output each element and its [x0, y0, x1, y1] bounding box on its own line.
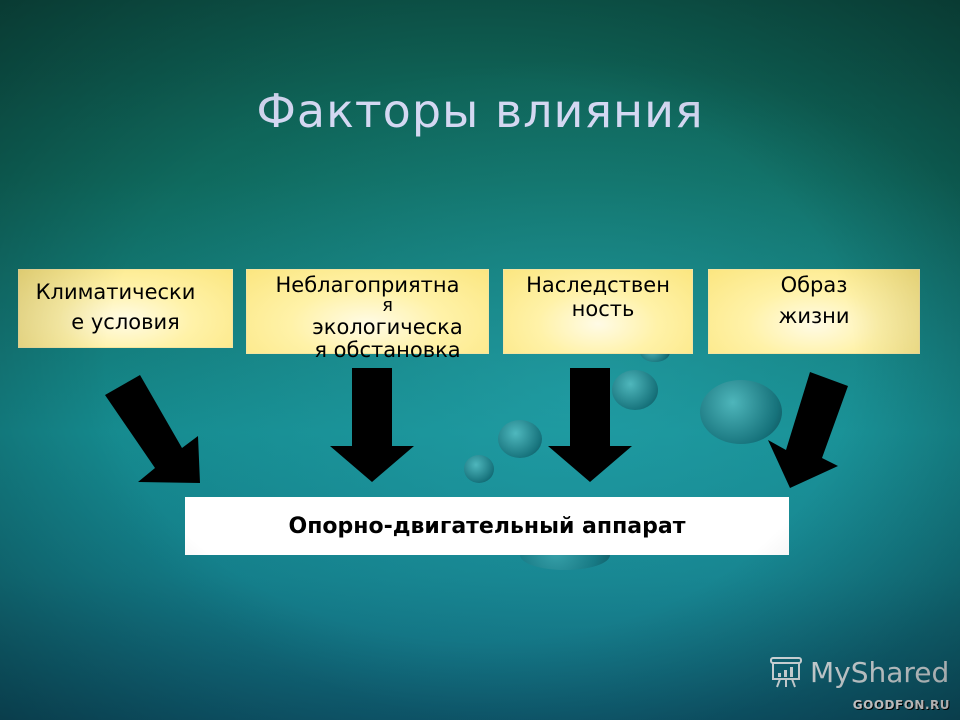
slide-title: Факторы влияния [256, 84, 704, 138]
droplet [498, 420, 542, 458]
arrow-down-right-icon [105, 375, 200, 483]
factor-text: я [382, 295, 393, 316]
goodfon-watermark: GOODFON.RU [852, 698, 950, 712]
factor-text: Неблагоприятна [275, 273, 460, 297]
factor-text: я обстановка [314, 338, 461, 362]
factor-lifestyle: Образ жизни [708, 269, 920, 354]
factor-text: жизни [778, 304, 850, 328]
arrow-down-icon [548, 368, 632, 482]
target-musculoskeletal-system: Опорно-двигательный аппарат [185, 497, 789, 555]
presentation-board-icon [770, 657, 802, 688]
arrow-down-left-icon [768, 372, 848, 488]
factor-text: е условия [71, 310, 180, 334]
factor-heredity: Наследствен ность [503, 269, 693, 354]
factor-ecology: Неблагоприятна я экологическа я обстанов… [246, 269, 489, 361]
arrow-down-icon [330, 368, 414, 482]
factor-climate: Климатически е условия [18, 269, 233, 348]
factor-text: Климатически [35, 280, 196, 304]
factor-text: Наследствен [526, 273, 670, 297]
factor-text: Образ [780, 273, 848, 297]
factor-text: экологическа [312, 315, 463, 339]
factor-text: ность [571, 297, 635, 321]
myshared-label: MyShared [810, 655, 950, 689]
droplet [700, 380, 782, 444]
myshared-watermark: MyShared [768, 654, 949, 690]
droplet [612, 370, 658, 410]
droplet [464, 455, 494, 483]
